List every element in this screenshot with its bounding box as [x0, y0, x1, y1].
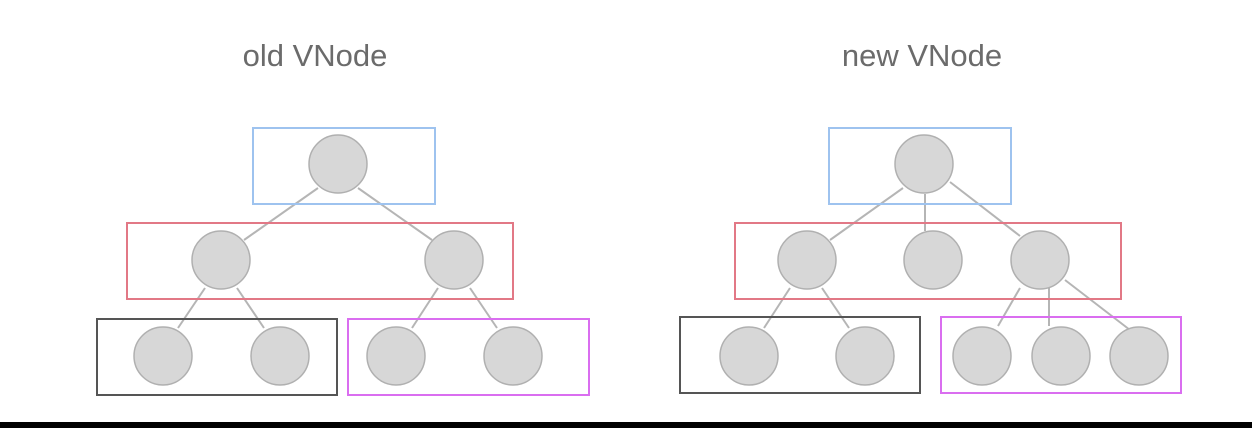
node: [835, 326, 895, 386]
right-subtree-box: [940, 316, 1182, 394]
node: [1031, 326, 1091, 386]
node: [133, 326, 193, 386]
level1-box: [126, 222, 514, 300]
node: [366, 326, 426, 386]
left-subtree-box: [96, 318, 338, 396]
node: [191, 230, 251, 290]
node: [483, 326, 543, 386]
new-vnode-title: new VNode: [841, 38, 1003, 73]
node: [424, 230, 484, 290]
level1-box: [734, 222, 1122, 300]
new-vnode-tree: [679, 127, 1182, 394]
node: [250, 326, 310, 386]
old-vnode-title: old VNode: [242, 38, 388, 73]
node: [894, 134, 954, 194]
root-box: [252, 127, 436, 205]
node: [777, 230, 837, 290]
node: [1010, 230, 1070, 290]
node: [903, 230, 963, 290]
node: [952, 326, 1012, 386]
root-box: [828, 127, 1012, 205]
node: [719, 326, 779, 386]
bottom-bar: [0, 422, 1252, 428]
node: [1109, 326, 1169, 386]
old-vnode-tree: [96, 127, 590, 396]
right-subtree-box: [347, 318, 590, 396]
left-subtree-box: [679, 316, 921, 394]
node: [308, 134, 368, 194]
